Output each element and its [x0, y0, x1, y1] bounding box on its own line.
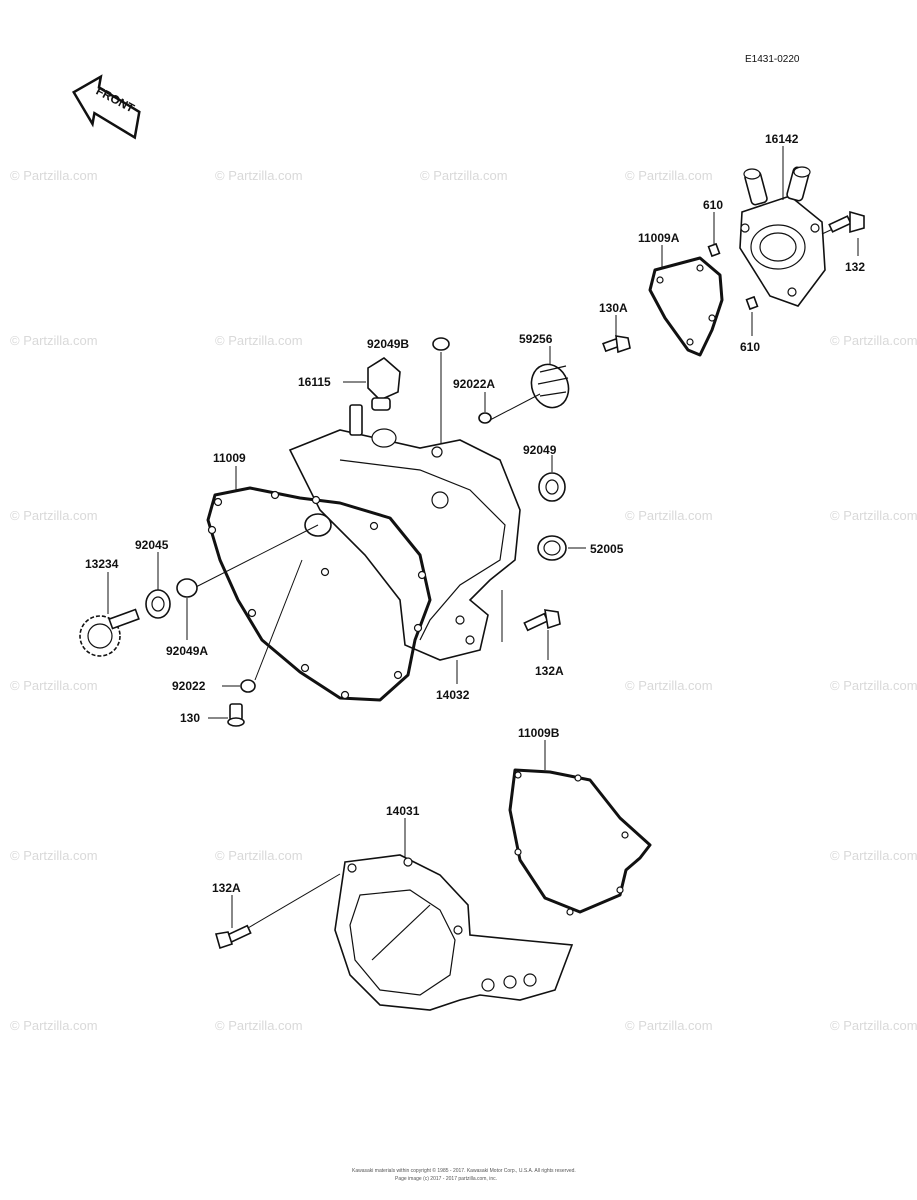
bolt-130-part — [227, 703, 245, 727]
copyright-footer-line2: Page image (c) 2017 - 2017 partzilla.com… — [395, 1176, 497, 1182]
watermark: © Partzilla.com — [10, 333, 98, 348]
label-52005: 52005 — [590, 542, 624, 556]
watermark: © Partzilla.com — [625, 508, 713, 523]
bolt-132A-upper-part — [501, 590, 561, 642]
watermark: © Partzilla.com — [420, 168, 508, 183]
ignition-cover-14031-part — [334, 854, 574, 1011]
watermark: © Partzilla.com — [830, 848, 917, 863]
watermark: © Partzilla.com — [830, 333, 917, 348]
label-132A-upper: 132A — [535, 664, 564, 678]
seal-92049-part — [538, 472, 566, 502]
label-92049B: 92049B — [367, 337, 409, 351]
label-92049A: 92049A — [166, 644, 208, 658]
label-92045: 92045 — [135, 538, 169, 552]
impeller-gear-13234-part — [79, 608, 140, 657]
dowel-pin-610-lower — [745, 295, 759, 311]
front-arrow-icon: FRONT — [72, 74, 141, 140]
clutch-cover-14032-part — [288, 404, 521, 661]
watermark: © Partzilla.com — [830, 508, 917, 523]
leader-lines — [107, 146, 859, 928]
watermark: © Partzilla.com — [625, 678, 713, 693]
bearing-92045-part — [145, 589, 171, 619]
label-11009: 11009 — [213, 451, 246, 465]
watermark: © Partzilla.com — [10, 848, 98, 863]
dowel-pin-610-upper — [707, 242, 721, 258]
bushing-52005-part — [537, 535, 567, 561]
watermark-layer: © Partzilla.com © Partzilla.com © Partzi… — [10, 168, 917, 1033]
diagram-code: E1431-0220 — [745, 54, 800, 65]
oring-92022-part — [240, 679, 256, 693]
label-610-lower: 610 — [740, 340, 760, 354]
label-92022A: 92022A — [453, 377, 495, 391]
oring-92022A-part — [478, 412, 492, 424]
watermark: © Partzilla.com — [10, 168, 98, 183]
copyright-footer-line1: Kawasaki materials within copyright © 19… — [352, 1167, 576, 1174]
gasket-11009-bolt-holes — [207, 490, 427, 700]
label-92022: 92022 — [172, 679, 206, 693]
gasket-11009-part — [206, 486, 432, 702]
label-13234: 13234 — [85, 557, 119, 571]
label-610-upper: 610 — [703, 198, 723, 212]
watermark: © Partzilla.com — [215, 333, 303, 348]
label-130: 130 — [180, 711, 200, 725]
watermark: © Partzilla.com — [215, 168, 303, 183]
seal-92049B-part — [432, 337, 450, 351]
label-11009B: 11009B — [518, 726, 560, 740]
gasket-11009A-part — [648, 256, 724, 357]
label-132: 132 — [845, 260, 865, 274]
watermark: © Partzilla.com — [830, 1018, 917, 1033]
label-14032: 14032 — [436, 688, 470, 702]
label-16142: 16142 — [765, 132, 799, 146]
bolt-130A-part — [602, 335, 631, 354]
label-11009A: 11009A — [638, 231, 680, 245]
watermark: © Partzilla.com — [215, 1018, 303, 1033]
gasket-11009B-part — [508, 768, 652, 914]
bolt-132-part — [821, 210, 865, 235]
label-92049: 92049 — [523, 443, 557, 457]
label-132A-lower: 132A — [212, 881, 241, 895]
water-pump-cover-part — [739, 166, 826, 307]
watermark: © Partzilla.com — [625, 1018, 713, 1033]
bolt-132A-lower-part — [214, 873, 341, 950]
label-16115: 16115 — [298, 375, 331, 389]
label-14031: 14031 — [386, 804, 420, 818]
watermark: © Partzilla.com — [215, 848, 303, 863]
watermark: © Partzilla.com — [830, 678, 917, 693]
label-59256: 59256 — [519, 332, 553, 346]
label-130A: 130A — [599, 301, 628, 315]
watermark: © Partzilla.com — [10, 678, 98, 693]
watermark: © Partzilla.com — [625, 168, 713, 183]
part-labels: 16142 610 11009A 132 130A 610 92049B 592… — [85, 132, 865, 895]
watermark: © Partzilla.com — [10, 1018, 98, 1033]
oil-plug-16115-part — [367, 357, 401, 411]
seal-92049A-part — [176, 578, 198, 598]
impeller-59256-part — [489, 363, 570, 421]
watermark: © Partzilla.com — [10, 508, 98, 523]
